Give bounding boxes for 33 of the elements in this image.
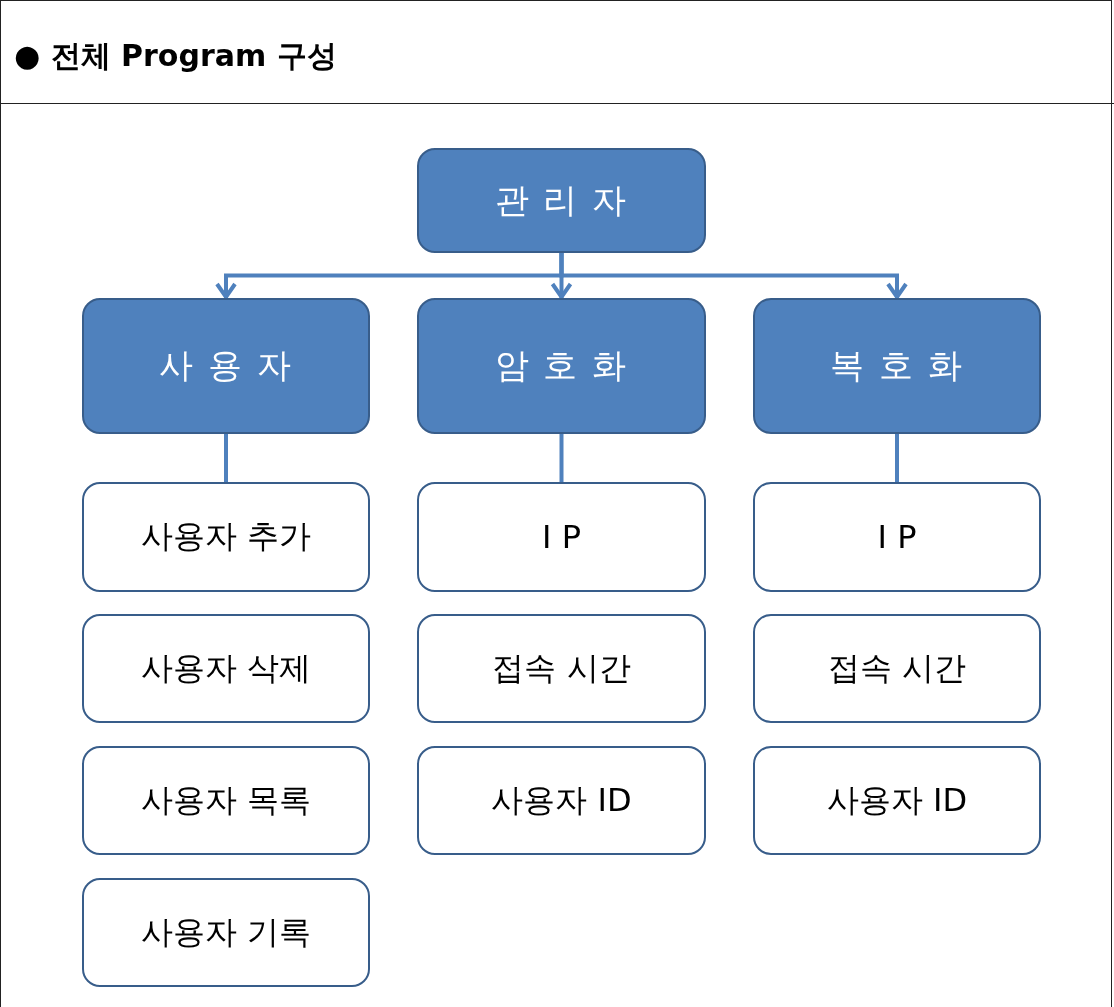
box-label: 사용자 목록 <box>140 779 312 821</box>
item-box <box>417 482 706 592</box>
item-box <box>82 614 370 723</box>
box-label: 사 용 자 <box>159 344 293 387</box>
box-label: 사용자 추가 <box>140 516 312 557</box>
category-box <box>82 298 370 434</box>
item-box <box>753 746 1041 855</box>
item-box <box>753 614 1041 723</box>
item-box <box>82 878 370 987</box>
box-label: I P <box>542 518 581 556</box>
box-label: 사용자 기록 <box>140 911 312 953</box>
title: ● 전체 Program 구성 <box>14 37 337 75</box>
item-box <box>417 746 706 855</box>
box-label: 사용자 ID <box>491 779 632 821</box>
item-box <box>417 614 706 723</box>
box-label: 사용자 삭제 <box>140 647 312 689</box>
box-label: 복 호 화 <box>830 344 964 387</box>
category-box <box>417 148 706 253</box>
item-box <box>753 482 1041 592</box>
arrow <box>559 253 908 299</box>
category-box <box>753 298 1041 434</box>
box-label: 사용자 ID <box>826 779 968 821</box>
connector-line <box>224 434 228 482</box>
item-box <box>82 482 370 592</box>
connector-line <box>559 434 564 482</box>
box-label: I P <box>877 518 917 556</box>
category-box <box>417 298 706 434</box>
connector-line <box>895 434 899 482</box>
box-label: 암 호 화 <box>494 344 629 387</box>
box-label: 접속 시간 <box>827 647 967 689</box>
box-label: 접속 시간 <box>492 647 631 689</box>
box-label: 관 리 자 <box>494 178 629 222</box>
item-box <box>82 746 370 855</box>
